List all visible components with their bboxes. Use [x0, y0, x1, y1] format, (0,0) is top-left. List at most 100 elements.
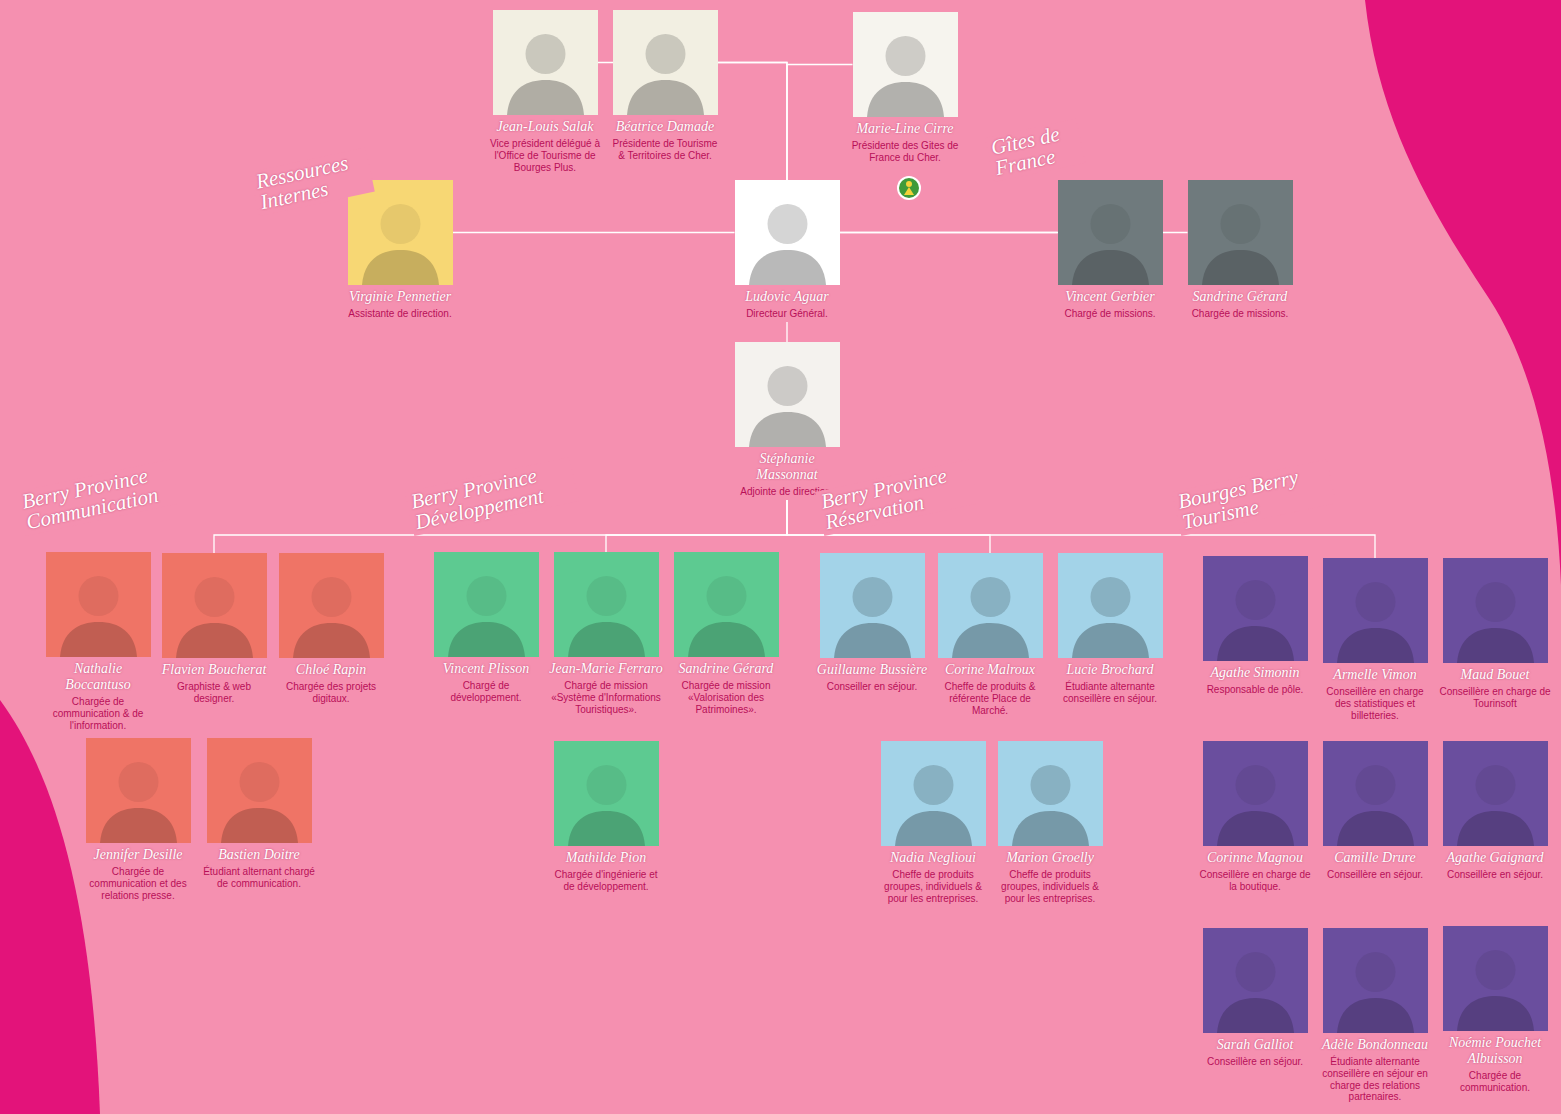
department-label: Berry Province Communication — [16, 459, 180, 536]
person-name: Armelle Vimon — [1317, 667, 1433, 683]
person-name: Ludovic Aguar — [729, 289, 845, 305]
silhouette-body — [1457, 996, 1534, 1031]
person-role: Étudiant alternant chargé de communicati… — [201, 866, 317, 890]
person-card: Sandrine GérardChargée de missions. — [1182, 180, 1298, 320]
person-role: Chargé de développement. — [428, 680, 544, 704]
person-role: Conseillère en séjour. — [1197, 1056, 1313, 1068]
person-role: Directeur Général. — [729, 308, 845, 320]
silhouette-body — [176, 623, 253, 658]
silhouette-body — [1012, 811, 1089, 846]
silhouette-body — [1217, 811, 1294, 846]
silhouette-head — [885, 36, 925, 76]
portrait-silhouette — [613, 10, 718, 115]
portrait-photo — [1323, 928, 1428, 1033]
person-role: Cheffe de produits & référente Place de … — [932, 681, 1048, 716]
person-role: Responsable de pôle. — [1197, 684, 1313, 696]
silhouette-body — [895, 811, 972, 846]
portrait-silhouette — [207, 738, 312, 843]
silhouette-head — [1235, 952, 1275, 992]
silhouette-body — [952, 623, 1029, 658]
silhouette-body — [60, 622, 137, 657]
portrait-photo — [46, 552, 151, 657]
person-card: Agathe GaignardConseillère en séjour. — [1437, 741, 1553, 881]
portrait-silhouette — [1443, 558, 1548, 663]
portrait-silhouette — [46, 552, 151, 657]
person-card: Marie-Line CirrePrésidente des Gites de … — [847, 12, 963, 164]
portrait-silhouette — [1323, 741, 1428, 846]
person-role: Chargé de missions. — [1052, 308, 1168, 320]
logo-figure — [906, 181, 912, 187]
department-label: Bourges Berry Tourisme — [1172, 459, 1336, 536]
silhouette-head — [1475, 582, 1515, 622]
org-connector — [786, 322, 787, 342]
silhouette-body — [568, 622, 645, 657]
person-card: Mathilde PionChargée d'ingénierie et de … — [548, 741, 664, 893]
person-role: Conseillère en séjour. — [1317, 869, 1433, 881]
portrait-photo — [493, 10, 598, 115]
portrait-silhouette — [554, 741, 659, 846]
silhouette-head — [706, 576, 746, 616]
person-name: Jean-Marie Ferraro — [548, 661, 664, 677]
portrait-silhouette — [938, 553, 1043, 658]
person-name: Marie-Line Cirre — [847, 121, 963, 137]
person-card: Sandrine GérardChargée de mission «Valor… — [668, 552, 784, 715]
person-role: Graphiste & web designer. — [156, 681, 272, 705]
person-role: Présidente de Tourisme & Territoires de … — [607, 138, 723, 162]
person-name: Jean-Louis Salak — [487, 119, 603, 135]
person-role: Chargé de mission «Système d'Information… — [548, 680, 664, 715]
portrait-silhouette — [674, 552, 779, 657]
person-card: Vincent GerbierChargé de missions. — [1052, 180, 1168, 320]
silhouette-head — [525, 34, 565, 74]
person-role: Conseillère en charge des statistiques e… — [1317, 686, 1433, 721]
portrait-photo — [938, 553, 1043, 658]
person-role: Conseiller en séjour. — [814, 681, 930, 693]
silhouette-body — [221, 808, 298, 843]
silhouette-head — [1090, 204, 1130, 244]
person-name: Adèle Bondonneau — [1317, 1037, 1433, 1053]
person-role: Assistante de direction. — [342, 308, 458, 320]
department-label: Berry Province Réservation — [815, 459, 979, 536]
portrait-photo — [853, 12, 958, 117]
org-connector — [787, 65, 853, 181]
person-card: Maud BouetConseillère en charge de Touri… — [1437, 558, 1553, 710]
silhouette-head — [1355, 765, 1395, 805]
person-role: Étudiante alternante conseillère en séjo… — [1317, 1056, 1433, 1103]
silhouette-body — [1072, 623, 1149, 658]
portrait-photo — [348, 180, 453, 285]
portrait-photo — [1323, 558, 1428, 663]
person-role: Conseillère en charge de Tourinsoft — [1437, 686, 1553, 710]
person-card: Jean-Louis SalakVice président délégué à… — [487, 10, 603, 173]
person-role: Vice président délégué à l'Office de Tou… — [487, 138, 603, 173]
silhouette-body — [688, 622, 765, 657]
logo-ring — [897, 176, 921, 200]
portrait-silhouette — [279, 553, 384, 658]
silhouette-head — [1090, 577, 1130, 617]
silhouette-head — [852, 577, 892, 617]
portrait-silhouette — [1443, 741, 1548, 846]
person-name: Bastien Doitre — [201, 847, 317, 863]
silhouette-head — [194, 577, 234, 617]
person-name: Guillaume Bussière — [814, 662, 930, 678]
silhouette-head — [645, 34, 685, 74]
silhouette-head — [970, 577, 1010, 617]
person-card: Armelle VimonConseillère en charge des s… — [1317, 558, 1433, 721]
person-role: Conseillère en charge de la boutique. — [1197, 869, 1313, 893]
silhouette-body — [749, 250, 826, 285]
person-name: Béatrice Damade — [607, 119, 723, 135]
person-card: Agathe SimoninResponsable de pôle. — [1197, 556, 1313, 696]
department-label: Berry Province Développement — [405, 457, 579, 536]
portrait-silhouette — [853, 12, 958, 117]
person-card: Noémie Pouchet AlbuissonChargée de commu… — [1437, 926, 1553, 1094]
person-card: Jennifer DesilleChargée de communication… — [80, 738, 196, 901]
silhouette-body — [293, 623, 370, 658]
silhouette-body — [568, 811, 645, 846]
silhouette-head — [1030, 765, 1070, 805]
person-name: Agathe Gaignard — [1437, 850, 1553, 866]
silhouette-body — [1202, 250, 1279, 285]
person-card: Stéphanie MassonnatAdjointe de direction… — [729, 342, 845, 498]
person-name: Sandrine Gérard — [1182, 289, 1298, 305]
portrait-silhouette — [1203, 556, 1308, 661]
org-connector — [453, 232, 735, 233]
silhouette-head — [913, 765, 953, 805]
